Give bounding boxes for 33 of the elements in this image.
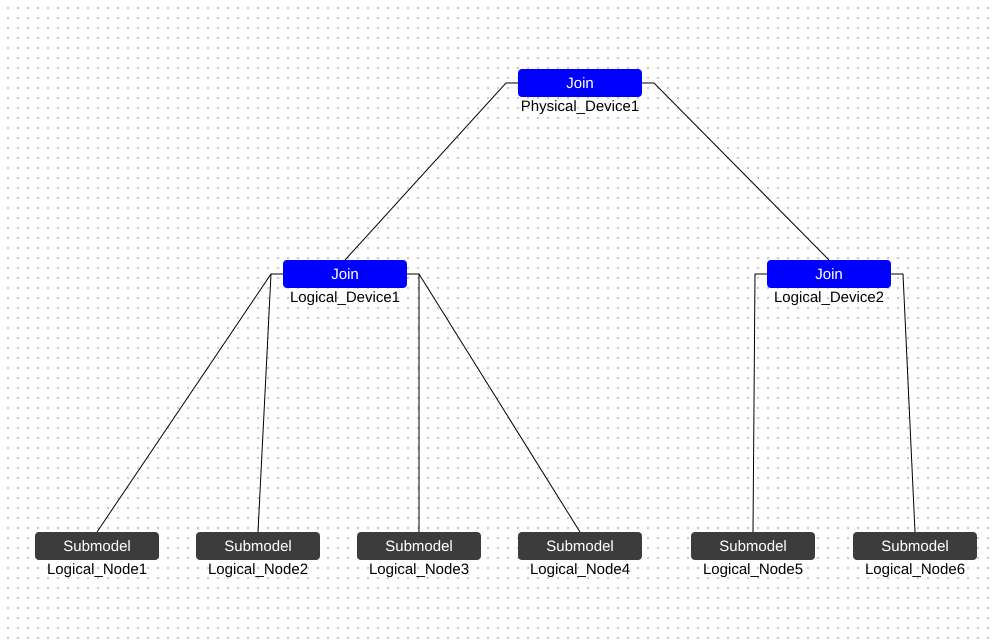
connector-line — [406, 274, 580, 532]
submodel-block — [357, 532, 481, 560]
device-name-label: Logical_Device1 — [290, 289, 400, 307]
device-name-label: Logical_Node4 — [530, 561, 630, 579]
submodel-block — [518, 532, 642, 560]
submodel-block — [35, 532, 159, 560]
join-block — [518, 69, 642, 97]
connector-line — [752, 274, 768, 532]
submodel-block — [853, 532, 977, 560]
block-title: Submodel — [546, 538, 614, 554]
join-block — [283, 260, 407, 288]
device-name-label: Logical_Node2 — [208, 561, 308, 579]
block-title: Join — [566, 74, 594, 92]
connector-line — [642, 82, 830, 260]
connector-line — [890, 274, 916, 532]
device-name-label: Logical_Node6 — [864, 561, 966, 579]
device-name-label: Logical_Node1 — [46, 561, 148, 579]
connector-line — [258, 274, 284, 532]
block-title: Submodel — [385, 538, 453, 554]
device-name-label: Logical_Node5 — [702, 561, 804, 579]
join-block — [767, 260, 891, 288]
block-title: Submodel — [63, 538, 131, 554]
block-title: Submodel — [224, 538, 292, 554]
block-title: Join — [331, 266, 359, 282]
device-name-label: Logical_Node3 — [368, 561, 470, 579]
submodel-block — [691, 532, 815, 560]
connector-line — [344, 82, 518, 260]
block-title: Join — [815, 266, 843, 282]
submodel-block — [196, 532, 320, 560]
device-name-label: Logical_Device2 — [774, 289, 884, 307]
block-title: Submodel — [881, 538, 949, 554]
device-name-label: Physical_Device1 — [520, 98, 640, 116]
block-title: Submodel — [719, 538, 787, 554]
